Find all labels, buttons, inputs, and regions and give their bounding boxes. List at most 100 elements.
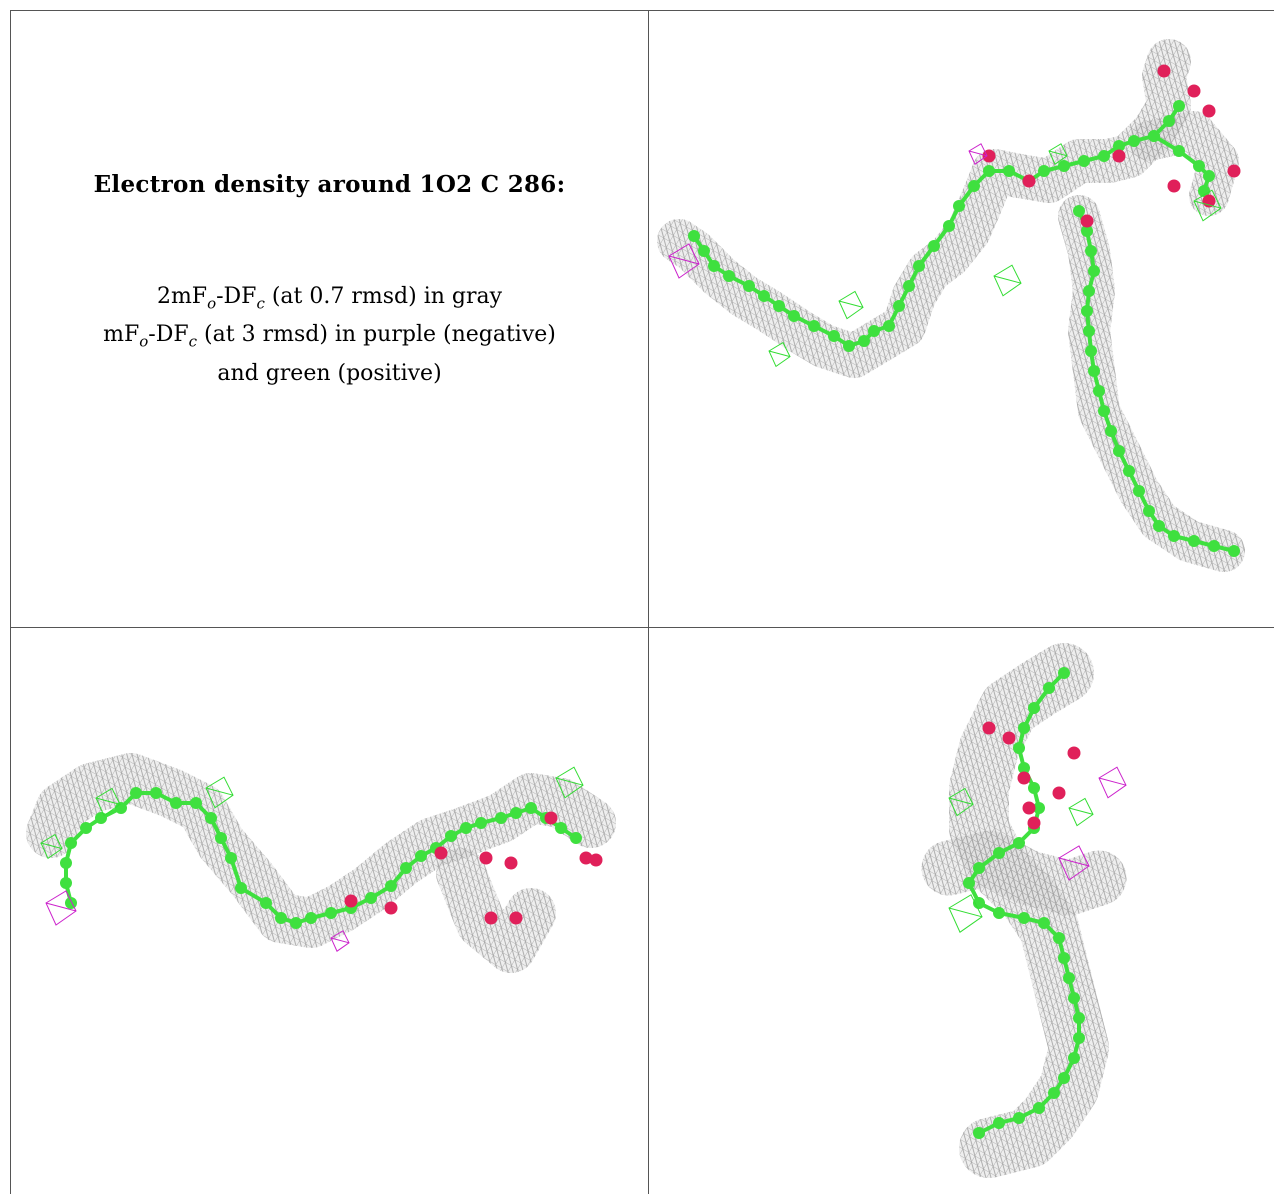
atom [1093, 385, 1105, 397]
legend-df: -DF [216, 284, 257, 309]
atom [1053, 932, 1065, 944]
density-mesh [921, 830, 1127, 916]
atom-oxygen [1022, 174, 1036, 188]
atom [1148, 130, 1160, 142]
atom [305, 912, 317, 924]
atom [708, 260, 720, 272]
atom [385, 880, 397, 892]
atom [65, 837, 77, 849]
atom [1013, 837, 1025, 849]
legend-sub-o: o [207, 294, 217, 313]
density-mesh-tint [921, 830, 1127, 916]
atom [1043, 682, 1055, 694]
atom [698, 245, 710, 257]
positive-density [993, 264, 1022, 297]
atom [555, 822, 567, 834]
atom-oxygen [1202, 104, 1216, 118]
density-view-bottom-left [26, 753, 616, 973]
atom [1088, 365, 1100, 377]
density-mesh-tint [436, 848, 556, 973]
negative-density [1098, 766, 1127, 799]
atom [1098, 405, 1110, 417]
density-view-top-right [657, 39, 1245, 572]
atom-oxygen [344, 894, 358, 908]
atom [190, 797, 202, 809]
atom [275, 912, 287, 924]
positive-density [95, 787, 121, 817]
positive-density [40, 833, 63, 860]
atom [973, 1127, 985, 1139]
atom [968, 180, 980, 192]
atom [460, 822, 472, 834]
positive-density [555, 766, 584, 799]
density-mesh-tint [657, 39, 1191, 378]
atom [1018, 762, 1030, 774]
atom-oxygen [1017, 771, 1031, 785]
positive-density [1193, 189, 1222, 222]
atom [1038, 165, 1050, 177]
negative-density [668, 243, 700, 279]
atom [943, 220, 955, 232]
atom-oxygen [1052, 786, 1066, 800]
atom [415, 850, 427, 862]
atom-oxygen [1027, 816, 1041, 830]
atom-oxygen [1227, 164, 1241, 178]
negative-density [45, 890, 77, 926]
atom-oxygen [544, 811, 558, 825]
atom [883, 320, 895, 332]
atom [1073, 205, 1085, 217]
atom [983, 165, 995, 177]
atom [150, 787, 162, 799]
density-mesh [949, 643, 1109, 1178]
atom [1173, 145, 1185, 157]
density-mesh-tint [1058, 195, 1245, 572]
atom [1085, 245, 1097, 257]
atom-oxygen [982, 721, 996, 735]
atom [1123, 465, 1135, 477]
atom [1068, 1052, 1080, 1064]
figure-grid: Electron density around 1O2 C 286: 2mFo-… [10, 10, 1274, 1194]
atom-oxygen [484, 911, 498, 925]
atom [325, 907, 337, 919]
positive-density [838, 290, 864, 320]
atom [1028, 702, 1040, 714]
legend-2mf: 2mF [156, 284, 208, 309]
atom [95, 812, 107, 824]
legend-purple-desc: (at 3 rmsd) in purple (negative) [197, 322, 556, 348]
atom [475, 817, 487, 829]
density-mesh-tint [949, 643, 1109, 1178]
atom-oxygen [1022, 801, 1036, 815]
atom-oxygen [1187, 84, 1201, 98]
atom [1018, 722, 1030, 734]
caption-cell: Electron density around 1O2 C 286: 2mFo-… [11, 11, 648, 627]
atom [1228, 545, 1240, 557]
atom [1073, 1012, 1085, 1024]
atom-oxygen [504, 856, 518, 870]
atom [1198, 185, 1210, 197]
atom [903, 280, 915, 292]
atom [993, 1117, 1005, 1129]
atom [858, 335, 870, 347]
atom [1203, 170, 1215, 182]
positive-density [768, 341, 791, 368]
atom [1028, 782, 1040, 794]
atom [743, 280, 755, 292]
atom [1003, 165, 1015, 177]
atom [225, 852, 237, 864]
atom [1033, 1102, 1045, 1114]
atom [1058, 1072, 1070, 1084]
atom [868, 325, 880, 337]
atom [788, 310, 800, 322]
atom [60, 857, 72, 869]
atom [828, 330, 840, 342]
atom [993, 847, 1005, 859]
atom [1153, 520, 1165, 532]
atom [1188, 535, 1200, 547]
atom [170, 797, 182, 809]
atom-oxygen [1112, 149, 1126, 163]
positive-density [1068, 797, 1094, 827]
negative-density [968, 143, 988, 165]
atom [510, 807, 522, 819]
atom [913, 260, 925, 272]
atom [1128, 135, 1140, 147]
